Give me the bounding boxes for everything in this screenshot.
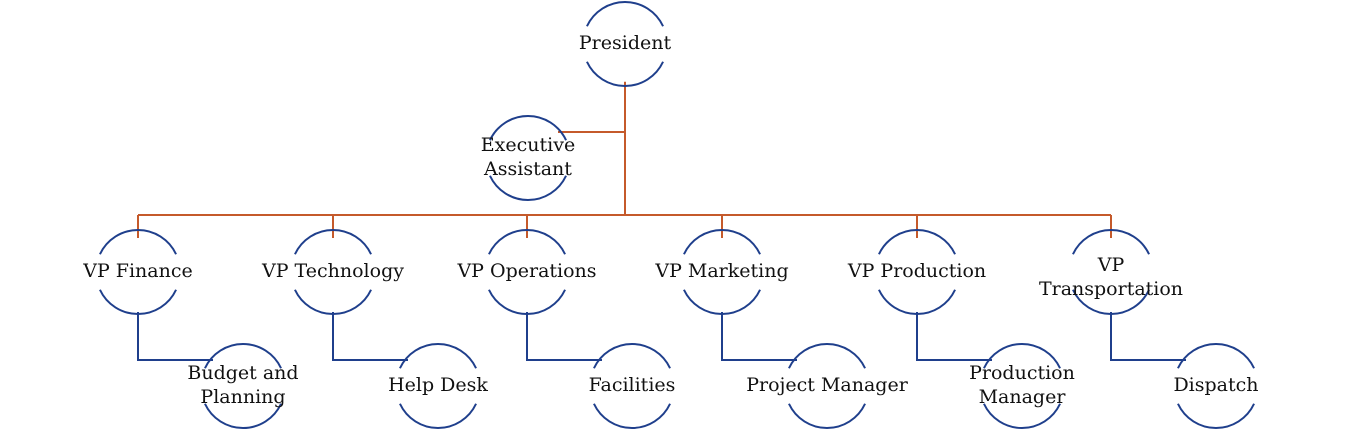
vp-label-1: VP Finance [82, 260, 193, 282]
connector-report-3 [526, 312, 602, 361]
node-vp-6-outline-bottom [1072, 289, 1150, 315]
node-report-6 [1177, 343, 1255, 429]
node-report-4-outline-bottom [788, 403, 866, 429]
node-report-3 [593, 343, 671, 429]
report-label-1-line-2: Planning [200, 386, 285, 408]
connector-report-4 [721, 312, 797, 361]
node-president [586, 1, 664, 87]
report-label-5-line-2: Manager [979, 386, 1067, 408]
report-label-1-line-1: Budget and [187, 362, 298, 384]
connector-report-1 [137, 312, 213, 361]
vp-label-3: VP Operations [456, 260, 596, 282]
vp-label-5: VP Production [847, 260, 986, 282]
node-executive-assistant [489, 115, 567, 201]
report-label-4: Project Manager [746, 374, 909, 396]
node-report-6-outline-bottom [1177, 403, 1255, 429]
vp-label-2: VP Technology [261, 260, 404, 282]
node-report-6-outline-top [1177, 343, 1255, 369]
vp-label-6-line-1: VP [1097, 254, 1125, 276]
node-report-3-outline-top [593, 343, 671, 369]
connector-report-2 [332, 312, 408, 361]
node-report-5 [983, 343, 1061, 429]
node-report-5-outline-top [983, 343, 1061, 369]
vp-label-6-line-2: Transportation [1039, 278, 1183, 300]
executive-assistant-label-line-1: Executive [481, 134, 575, 156]
node-vp-3-outline-top [488, 229, 566, 255]
node-report-2-outline-top [399, 343, 477, 369]
node-president-outline-top [586, 1, 664, 27]
node-president-outline-bottom [586, 61, 664, 87]
node-report-2 [399, 343, 477, 429]
node-vp-6 [1072, 229, 1150, 315]
node-vp-1 [99, 229, 177, 315]
node-vp-2-outline-top [294, 229, 372, 255]
node-vp-1-outline-bottom [99, 289, 177, 315]
executive-assistant-label-line-2: Assistant [483, 158, 572, 180]
report-label-3: Facilities [589, 374, 676, 396]
connector-report-5 [916, 312, 992, 361]
connector-report-6 [1110, 312, 1186, 361]
node-report-5-outline-bottom [983, 403, 1061, 429]
node-report-2-outline-bottom [399, 403, 477, 429]
node-vp-1-outline-top [99, 229, 177, 255]
report-label-6: Dispatch [1173, 374, 1258, 396]
node-report-1-outline-bottom [204, 403, 282, 429]
node-report-1-outline-top [204, 343, 282, 369]
node-vp-2 [294, 229, 372, 315]
node-vp-2-outline-bottom [294, 289, 372, 315]
node-vp-4 [683, 229, 761, 315]
vp-label-4: VP Marketing [654, 260, 788, 282]
node-vp-6-outline-top [1072, 229, 1150, 255]
node-report-4 [788, 343, 866, 429]
node-vp-5 [878, 229, 956, 315]
node-vp-4-outline-top [683, 229, 761, 255]
report-label-5-line-1: Production [969, 362, 1075, 384]
node-report-1 [204, 343, 282, 429]
node-vp-5-outline-bottom [878, 289, 956, 315]
node-report-4-outline-top [788, 343, 866, 369]
node-vp-5-outline-top [878, 229, 956, 255]
node-vp-4-outline-bottom [683, 289, 761, 315]
node-vp-3-outline-bottom [488, 289, 566, 315]
node-executive-assistant-outline-top [489, 115, 567, 141]
report-label-2: Help Desk [388, 374, 488, 396]
node-vp-3 [488, 229, 566, 315]
node-report-3-outline-bottom [593, 403, 671, 429]
node-executive-assistant-outline-bottom [489, 175, 567, 201]
president-label: President [579, 32, 672, 54]
